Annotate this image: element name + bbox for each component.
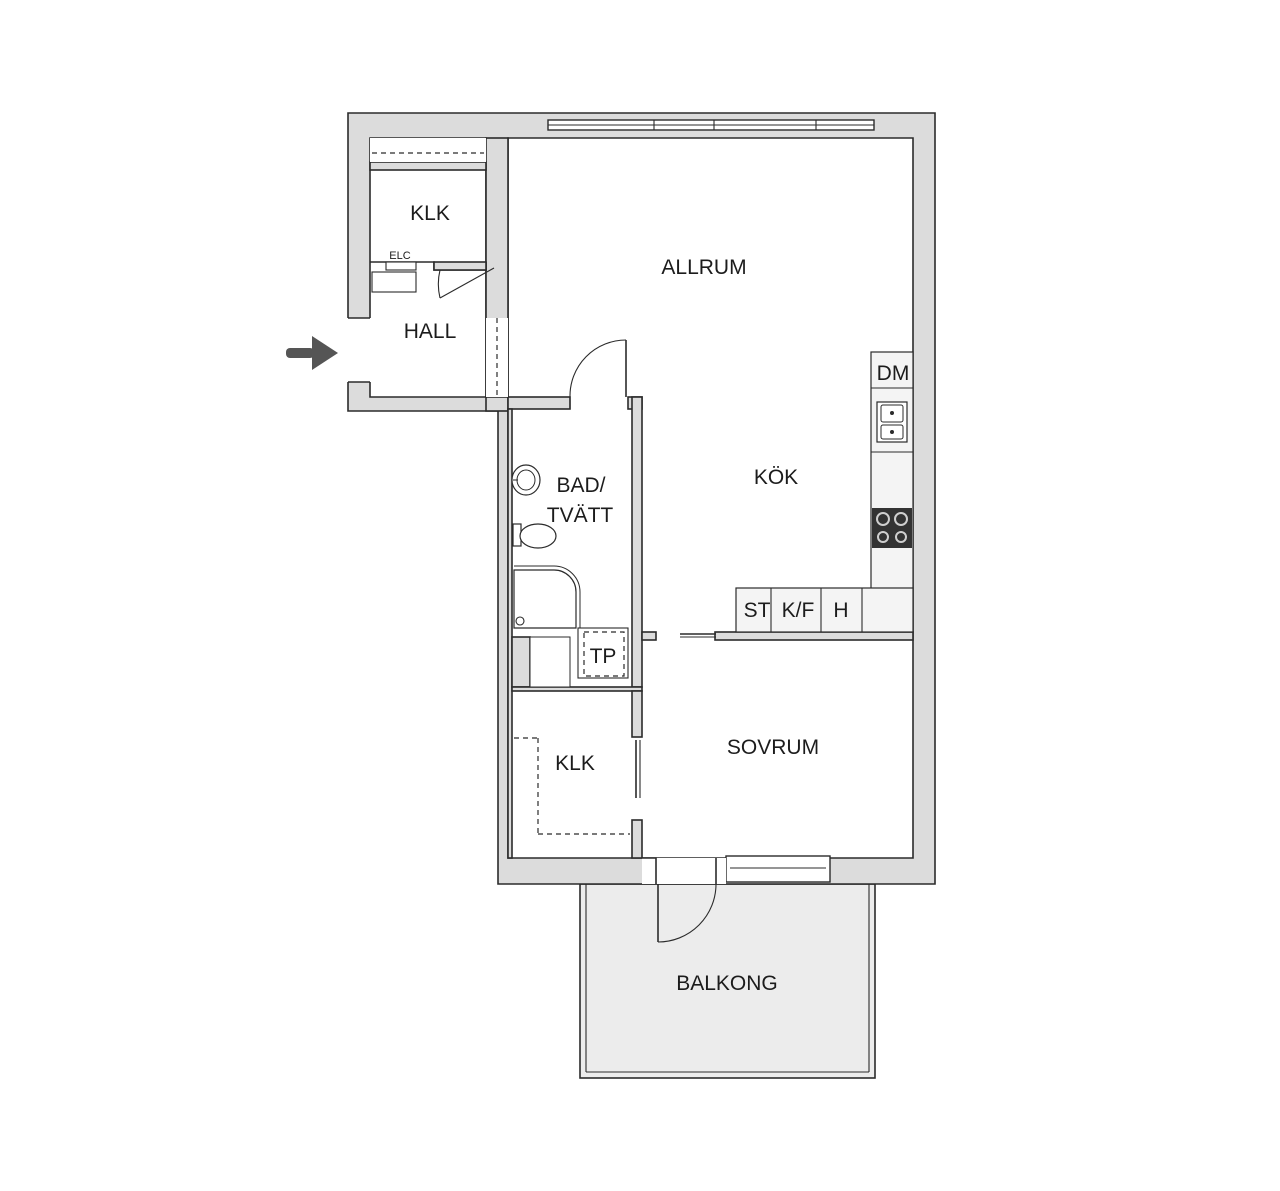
room-label-klk-bottom: KLK bbox=[555, 752, 595, 775]
balcony-door-jamb bbox=[642, 857, 657, 884]
bad-door-arc bbox=[569, 339, 627, 398]
hall-bench bbox=[371, 271, 417, 293]
wall-hall-bottom bbox=[485, 396, 509, 412]
balcony-door-opening bbox=[642, 858, 726, 884]
klk-top-door bbox=[439, 267, 495, 299]
elc-label: ELC bbox=[389, 250, 410, 262]
klk-top-door-arc bbox=[437, 269, 441, 299]
wall-kok-sovrum-right bbox=[714, 631, 914, 641]
wall-shaft bbox=[511, 636, 531, 688]
tp-dryer bbox=[583, 631, 625, 677]
wall-klk-top-inner bbox=[369, 161, 487, 171]
wall-bad-right bbox=[631, 396, 643, 688]
room-label-sovrum: SOVRUM bbox=[727, 736, 819, 759]
stove-icon bbox=[872, 508, 912, 548]
arrow-right-icon bbox=[286, 336, 338, 370]
wall-klk-top bbox=[511, 686, 643, 692]
dm-label: DM bbox=[877, 362, 910, 385]
kf-label: K/F bbox=[782, 599, 815, 622]
wall-bad-left bbox=[507, 408, 513, 859]
h-label: H bbox=[833, 599, 848, 622]
kitchen-sink-icon bbox=[876, 401, 908, 443]
shaft-box bbox=[529, 636, 571, 688]
window-sovrum bbox=[725, 855, 831, 883]
room-label-allrum: ALLRUM bbox=[661, 256, 746, 279]
klk-top-shelf-area bbox=[370, 138, 486, 162]
room-label-balkong: BALKONG bbox=[676, 972, 778, 995]
toilet-icon bbox=[512, 523, 557, 549]
klk-door-header bbox=[433, 261, 487, 271]
entrance-opening bbox=[346, 318, 372, 382]
wall-kok-sovrum bbox=[641, 631, 657, 641]
kitchen-counter-vertical bbox=[870, 351, 914, 633]
tp-frame bbox=[577, 627, 629, 679]
room-label-klk-top: KLK bbox=[410, 202, 450, 225]
st-label: ST bbox=[744, 599, 771, 622]
wall-bad-top bbox=[507, 396, 571, 410]
room-label-tvatt: TVÄTT bbox=[547, 504, 614, 527]
wall-klk-right-upper bbox=[631, 690, 643, 738]
wall-klk-right-lower bbox=[631, 819, 643, 859]
shower-icon bbox=[513, 565, 581, 630]
elc-cabinet bbox=[385, 261, 417, 271]
room-label-kok: KÖK bbox=[754, 466, 798, 489]
sink-icon bbox=[511, 464, 541, 496]
kitchen-counter-horizontal bbox=[735, 587, 914, 633]
balcony-door-arc bbox=[657, 883, 717, 943]
room-label-hall: HALL bbox=[404, 320, 457, 343]
room-label-bad: BAD/ bbox=[556, 474, 605, 497]
tp-label: TP bbox=[590, 645, 617, 668]
balcony-area bbox=[579, 883, 876, 1079]
